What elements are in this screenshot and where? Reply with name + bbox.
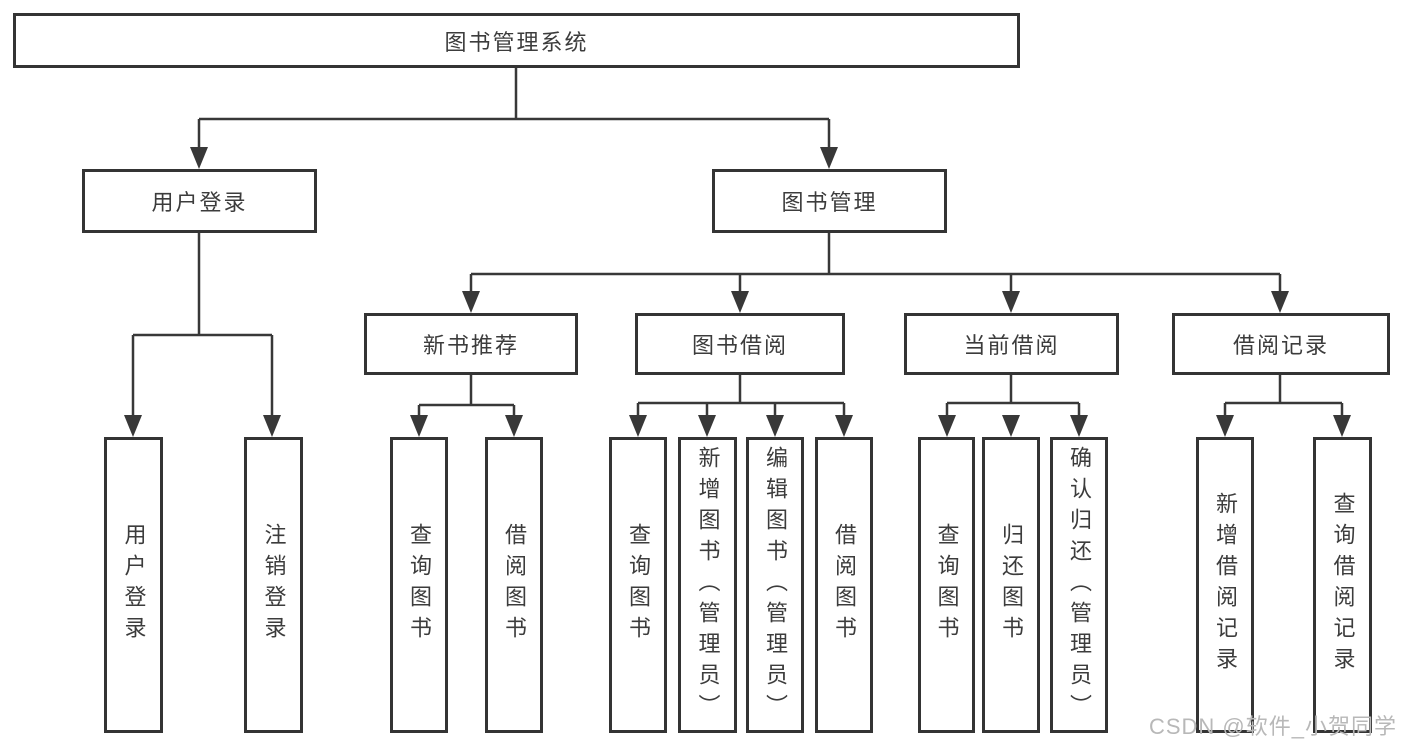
leaf-user-login-label: 用户登录 (121, 523, 147, 647)
arrowhead-icon (190, 147, 208, 169)
leaf-current-return-book: 归还图书 (982, 437, 1040, 733)
leaf-record-query-record-label: 查询借阅记录 (1330, 492, 1356, 678)
node-new-book-recommend: 新书推荐 (364, 313, 578, 375)
arrowhead-icon (1002, 291, 1020, 313)
node-user-login-label: 用户登录 (151, 190, 248, 215)
leaf-record-query-record: 查询借阅记录 (1313, 437, 1372, 733)
leaf-borrow-query-book: 查询图书 (609, 437, 667, 733)
leaf-borrow-query-book-label: 查询图书 (626, 523, 651, 647)
leaf-logout-login-label: 注销登录 (261, 523, 287, 647)
arrowhead-icon (1070, 415, 1088, 437)
leaf-recommend-borrow-book-label: 借阅图书 (502, 523, 527, 647)
node-borrow-record: 借阅记录 (1172, 313, 1390, 375)
leaf-borrow-edit-book-admin: 编辑图书（管理员） (746, 437, 804, 733)
arrowhead-icon (938, 415, 956, 437)
arrowhead-icon (835, 415, 853, 437)
arrowhead-icon (766, 415, 784, 437)
node-root-label: 图书管理系统 (444, 29, 589, 55)
node-current-borrow: 当前借阅 (904, 313, 1119, 375)
arrowhead-icon (1216, 415, 1234, 437)
node-current-borrow-label: 当前借阅 (963, 333, 1060, 358)
node-borrow-record-label: 借阅记录 (1232, 333, 1329, 358)
node-new-book-recommend-label: 新书推荐 (422, 333, 519, 358)
leaf-borrow-add-book-admin-label: 新增图书（管理员） (695, 445, 721, 725)
node-user-login: 用户登录 (82, 169, 317, 233)
arrowhead-icon (629, 415, 647, 437)
leaf-record-add-record-label: 新增借阅记录 (1213, 492, 1238, 678)
arrowhead-icon (124, 415, 142, 437)
leaf-current-query-book: 查询图书 (918, 437, 975, 733)
arrowhead-icon (263, 415, 281, 437)
leaf-borrow-add-book-admin: 新增图书（管理员） (678, 437, 737, 733)
arrowhead-icon (820, 147, 838, 169)
arrowhead-icon (1333, 415, 1351, 437)
node-book-management: 图书管理 (712, 169, 947, 233)
node-book-management-label: 图书管理 (781, 190, 878, 215)
leaf-user-login: 用户登录 (104, 437, 163, 733)
node-book-borrow-label: 图书借阅 (691, 333, 788, 358)
leaf-current-return-book-label: 归还图书 (999, 523, 1024, 647)
leaf-recommend-query-book-label: 查询图书 (407, 523, 432, 647)
arrowhead-icon (410, 415, 428, 437)
arrowhead-icon (505, 415, 523, 437)
arrowhead-icon (731, 291, 749, 313)
leaf-borrow-borrow-book-label: 借阅图书 (832, 523, 857, 647)
arrowhead-icon (1271, 291, 1289, 313)
leaf-recommend-query-book: 查询图书 (390, 437, 448, 733)
node-book-borrow: 图书借阅 (635, 313, 845, 375)
leaf-recommend-borrow-book: 借阅图书 (485, 437, 543, 733)
arrowhead-icon (698, 415, 716, 437)
watermark: CSDN @软件_小贺同学 (1148, 714, 1397, 739)
leaf-current-confirm-return-admin-label: 确认归还（管理员） (1067, 445, 1092, 725)
leaf-current-query-book-label: 查询图书 (934, 523, 960, 647)
leaf-logout-login: 注销登录 (244, 437, 303, 733)
leaf-borrow-borrow-book: 借阅图书 (815, 437, 873, 733)
leaf-record-add-record: 新增借阅记录 (1196, 437, 1254, 733)
arrowhead-icon (1002, 415, 1020, 437)
leaf-borrow-edit-book-admin-label: 编辑图书（管理员） (763, 445, 788, 725)
connector-path (131, 68, 1344, 419)
arrowhead-icon (462, 291, 480, 313)
leaf-current-confirm-return-admin: 确认归还（管理员） (1050, 437, 1108, 733)
node-root: 图书管理系统 (13, 13, 1020, 68)
